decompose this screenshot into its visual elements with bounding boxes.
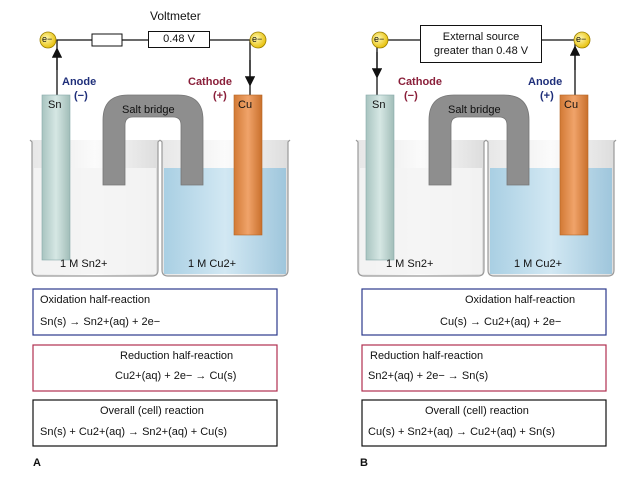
right-solution-b bbox=[490, 168, 612, 274]
tin-electrode-a bbox=[41, 94, 71, 261]
salt-bridge-label-b: Salt bridge bbox=[448, 104, 501, 116]
overall-equation-b: Cu(s) + Sn2+(aq) → Cu2+(aq) + Sn(s) bbox=[368, 426, 556, 438]
left-solution-label-a: 1 M Sn2+ bbox=[60, 258, 108, 270]
right-solution-label-b: 1 M Cu2+ bbox=[514, 258, 562, 270]
electron-ball-a-right bbox=[249, 31, 267, 49]
electron-symbol-a-left: e− bbox=[42, 34, 53, 44]
reduction-box-a bbox=[32, 344, 278, 392]
reduction-title-b: Reduction half-reaction bbox=[370, 350, 484, 362]
oxidation-equation-b: Cu(s) → Cu2+(aq) + 2e− bbox=[440, 316, 562, 328]
electron-symbol-b-right: e− bbox=[576, 34, 587, 44]
salt-bridge-a bbox=[102, 94, 204, 186]
left-solution-label-b: 1 M Sn2+ bbox=[386, 258, 434, 270]
overall-title-a: Overall (cell) reaction bbox=[100, 405, 204, 417]
overall-equation-a: Sn(s) + Cu2+(aq) → Sn2+(aq) + Cu(s) bbox=[40, 426, 228, 438]
resistor-a bbox=[91, 33, 123, 47]
tin-electrode-label-b: Sn bbox=[372, 99, 386, 111]
anode-sign-a: (−) bbox=[74, 90, 88, 102]
overall-box-b bbox=[361, 399, 607, 447]
voltmeter-reading: 0.48 V bbox=[163, 33, 195, 45]
reduction-equation-b: Sn2+(aq) + 2e− → Sn(s) bbox=[368, 370, 489, 382]
oxidation-title-b: Oxidation half-reaction bbox=[465, 294, 576, 306]
right-solution-a bbox=[164, 168, 286, 274]
copper-electrode-a bbox=[233, 94, 263, 236]
salt-bridge-b bbox=[428, 94, 530, 186]
external-source-line2: greater than 0.48 V bbox=[433, 45, 529, 57]
oxidation-equation-a: Sn(s) → Sn2+(aq) + 2e− bbox=[40, 316, 161, 328]
electron-ball-b-left bbox=[371, 31, 389, 49]
electron-symbol-b-left: e− bbox=[374, 34, 385, 44]
copper-electrode-label-a: Cu bbox=[238, 99, 253, 111]
reduction-title-a: Reduction half-reaction bbox=[120, 350, 234, 362]
anode-sign-b: (+) bbox=[540, 90, 554, 102]
electron-ball-a-left bbox=[39, 31, 57, 49]
salt-bridge-label-a: Salt bridge bbox=[122, 104, 175, 116]
cathode-sign-a: (+) bbox=[213, 90, 227, 102]
voltmeter-label: Voltmeter bbox=[150, 9, 201, 23]
external-source-line1: External source bbox=[442, 31, 520, 43]
overall-title-b: Overall (cell) reaction bbox=[425, 405, 529, 417]
oxidation-title-a: Oxidation half-reaction bbox=[40, 294, 151, 306]
oxidation-box-a bbox=[32, 288, 278, 336]
overall-box-a bbox=[32, 399, 278, 447]
right-solution-label-a: 1 M Cu2+ bbox=[188, 258, 236, 270]
cathode-label-a: Cathode bbox=[188, 76, 232, 88]
reduction-box-b bbox=[361, 344, 607, 392]
cathode-label-b: Cathode bbox=[398, 76, 442, 88]
panel-b-artwork bbox=[355, 31, 617, 447]
voltmeter-display: 0.48 V bbox=[148, 31, 210, 48]
reduction-equation-a: Cu2+(aq) + 2e− → Cu(s) bbox=[115, 370, 237, 382]
copper-electrode-b bbox=[559, 94, 589, 236]
panel-a-artwork bbox=[29, 31, 291, 447]
cathode-sign-b: (−) bbox=[404, 90, 418, 102]
copper-electrode-label-b: Cu bbox=[564, 99, 579, 111]
external-source-box: External source greater than 0.48 V bbox=[420, 25, 542, 63]
anode-label-a: Anode bbox=[62, 76, 97, 88]
oxidation-box-b bbox=[361, 288, 607, 336]
panel-label-a: A bbox=[33, 457, 41, 469]
electron-ball-b-right bbox=[573, 31, 591, 49]
panel-label-b: B bbox=[360, 457, 368, 469]
anode-label-b: Anode bbox=[528, 76, 563, 88]
tin-electrode-b bbox=[365, 94, 395, 261]
tin-electrode-label-a: Sn bbox=[48, 99, 62, 111]
electron-symbol-a-right: e− bbox=[252, 34, 263, 44]
